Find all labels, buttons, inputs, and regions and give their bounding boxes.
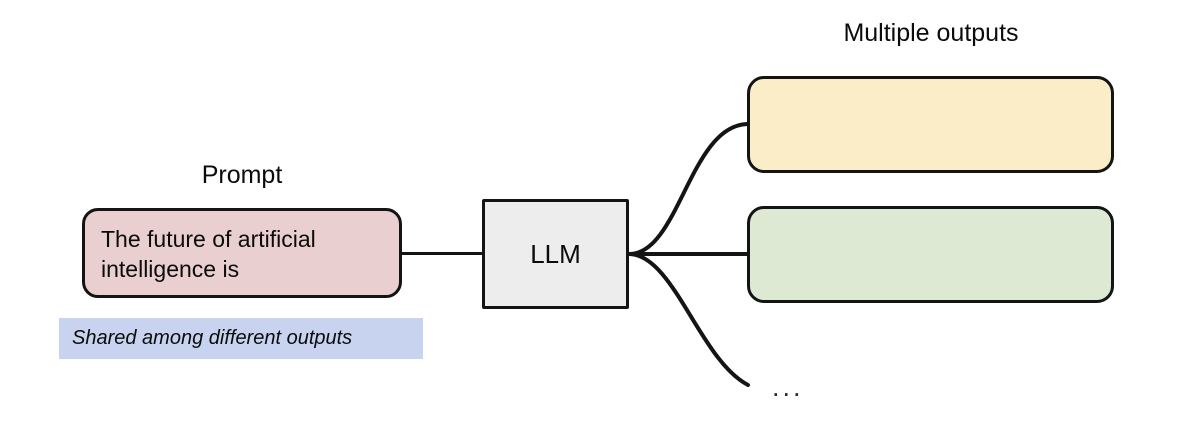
edge-llm-to-more-outputs xyxy=(628,252,750,387)
multiple-outputs-label: Multiple outputs xyxy=(843,19,1019,47)
output-box-2[interactable] xyxy=(747,206,1114,303)
edge-llm-to-output-1 xyxy=(628,122,749,256)
shared-annotation-text: Shared among different outputs xyxy=(72,327,353,349)
more-outputs-ellipsis: ... xyxy=(772,372,804,402)
llm-label: LLM xyxy=(530,238,581,269)
shared-annotation-highlight: Shared among different outputs xyxy=(59,318,423,359)
output-box-1[interactable] xyxy=(747,76,1114,173)
prompt-box[interactable]: The future of artificial intelligence is xyxy=(82,208,402,298)
prompt-label: Prompt xyxy=(201,161,283,189)
llm-node[interactable]: LLM xyxy=(482,199,629,309)
prompt-text: The future of artificial intelligence is xyxy=(101,226,316,282)
